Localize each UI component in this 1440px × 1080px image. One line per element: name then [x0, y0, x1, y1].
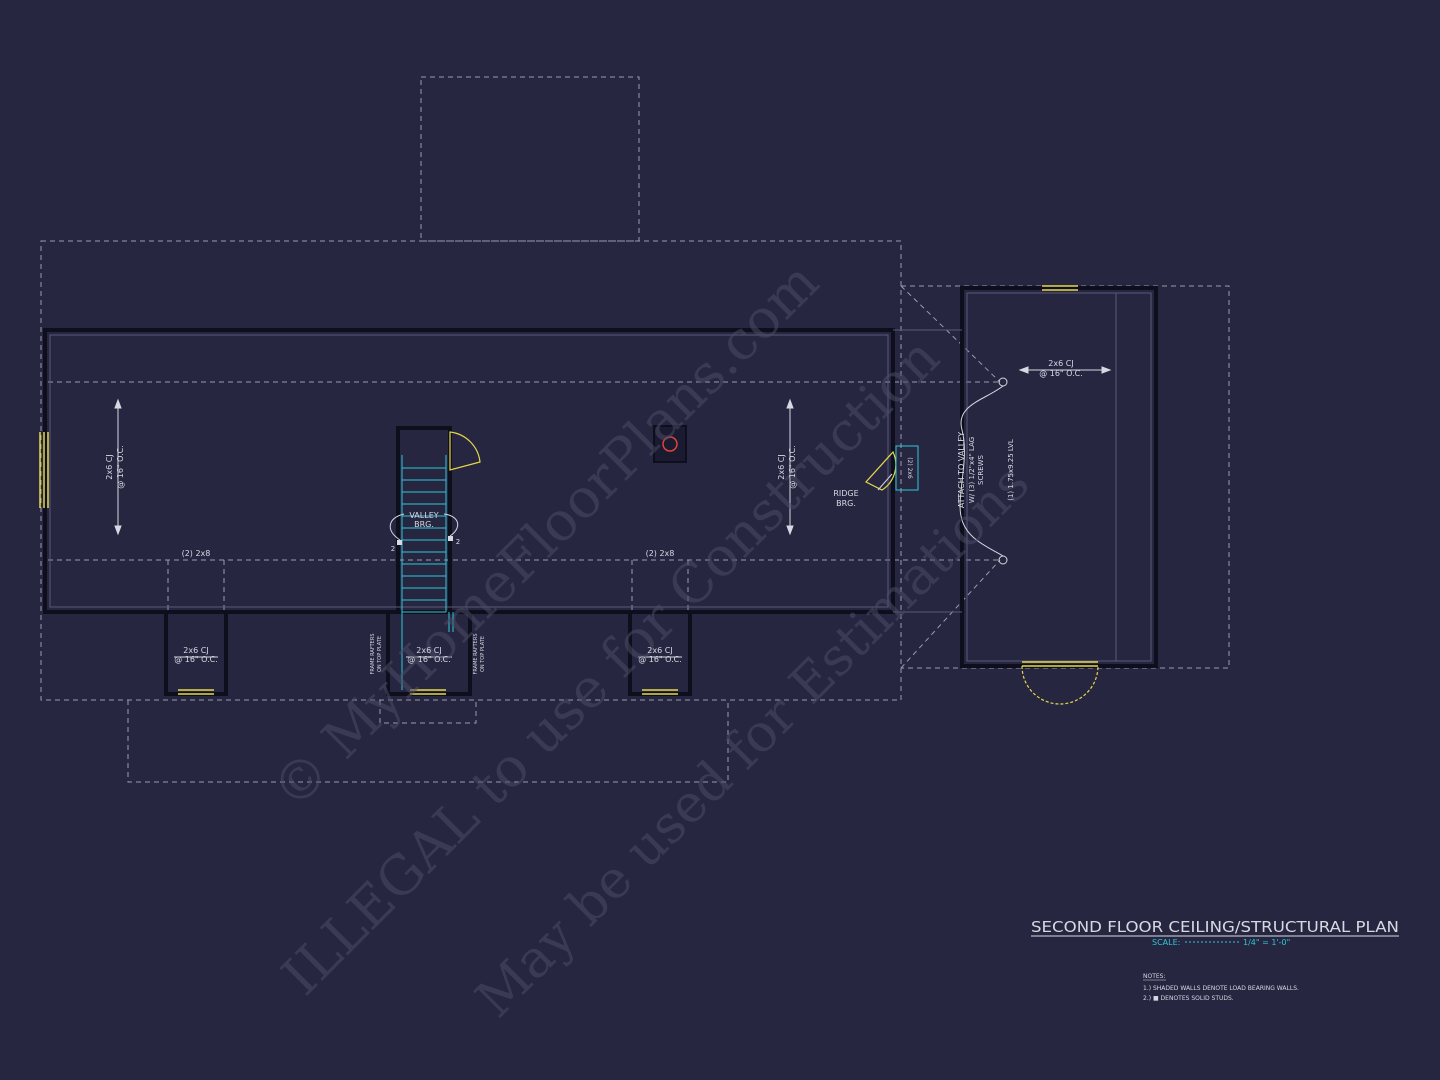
- connection-top: [998, 377, 1008, 387]
- window-dormer-left: [178, 689, 214, 695]
- attach-leader: [959, 385, 1004, 557]
- ceiling-fixture: [653, 425, 687, 463]
- cj-label-dormer-center: 2x6 CJ: [416, 646, 441, 655]
- window-wing-bottom: [1022, 661, 1098, 667]
- ridge-door-swing: [865, 450, 897, 491]
- ridge-beam-label: (2) 2x6: [906, 457, 913, 479]
- cj-label-left: 2x6 CJ: [105, 454, 114, 479]
- span-arrows: [114, 366, 1112, 658]
- windows: [39, 285, 1098, 695]
- title-block: SECOND FLOOR CEILING/STRUCTURAL PLAN SCA…: [1031, 918, 1399, 947]
- stair-door-swing: [449, 431, 481, 471]
- cj-spacing-right: @ 16" O.C.: [788, 445, 797, 489]
- vent-icon: [662, 436, 678, 452]
- lvl-label: (1) 1.75x9.25 LVL: [1007, 439, 1015, 501]
- ridge-brg-label: BRG.: [836, 499, 856, 508]
- note-item: 1.) SHADED WALLS DENOTE LOAD BEARING WAL…: [1143, 985, 1299, 992]
- window-wing-top: [1042, 285, 1078, 291]
- wing-roof-outline: [901, 285, 1230, 669]
- stairs: [401, 445, 919, 690]
- header-label-left: (2) 2x8: [182, 549, 211, 558]
- valley-line-bottom: [900, 559, 1001, 669]
- valley-brg-label: BRG.: [414, 520, 434, 529]
- attach-valley-label: ATTACH TO VALLEY: [957, 432, 966, 508]
- cj-spacing-dormer-right: @ 16" O.C.: [638, 655, 682, 664]
- door-swings: [449, 431, 1099, 705]
- window-dormer-center: [410, 689, 446, 695]
- post-mark-left: 2: [391, 545, 395, 553]
- valley-label: VALLEY: [409, 511, 438, 520]
- bay-roof-outline: [379, 700, 477, 724]
- window-left: [39, 432, 49, 508]
- notes-heading: NOTES:: [1143, 973, 1166, 980]
- frame-rafters-right: FRAME RAFTERS: [473, 634, 479, 675]
- plan-title: SECOND FLOOR CEILING/STRUCTURAL PLAN: [1031, 918, 1399, 936]
- ridge-bearing-beam: [895, 445, 919, 491]
- notes-block: NOTES: 1.) SHADED WALLS DENOTE LOAD BEAR…: [1143, 973, 1299, 1002]
- stair-walls: [396, 426, 452, 612]
- scale-label: SCALE:: [1152, 938, 1180, 947]
- cj-label-dormer-right: 2x6 CJ: [647, 646, 672, 655]
- wing-door-arc: [1021, 665, 1099, 705]
- ridge-label: RIDGE: [833, 489, 858, 498]
- post-right: [448, 536, 453, 541]
- lag-screws-label-2: SCREWS: [977, 454, 985, 485]
- top-plate-right: ON TOP PLATE: [480, 636, 486, 672]
- cj-label-right: 2x6 CJ: [777, 454, 786, 479]
- cj-spacing-dormer-center: @ 16" O.C.: [407, 655, 451, 664]
- annotations: 2x6 CJ @ 16" O.C. 2x6 CJ @ 16" O.C. 2x6 …: [105, 359, 1083, 674]
- cj-label-wing: 2x6 CJ: [1048, 359, 1073, 368]
- connection-bottom: [998, 555, 1008, 565]
- top-plate-left: ON TOP PLATE: [377, 636, 383, 672]
- scale-value: 1/4" = 1'-0": [1243, 938, 1290, 947]
- post-mark-right: 2: [456, 538, 460, 546]
- cj-spacing-left: @ 16" O.C.: [116, 445, 125, 489]
- posts: [389, 377, 1008, 565]
- note-item: 2.) ■ DENOTES SOLID STUDS.: [1143, 995, 1234, 1002]
- cj-spacing-dormer-left: @ 16" O.C.: [174, 655, 218, 664]
- lag-screws-label-1: W/ (3) 1/2"x4" LAG: [968, 437, 976, 503]
- main-roof-outline: [40, 240, 902, 701]
- cj-label-dormer-left: 2x6 CJ: [183, 646, 208, 655]
- post-left: [397, 540, 402, 545]
- frame-rafters-left: FRAME RAFTERS: [370, 634, 376, 675]
- front-gable-outline: [420, 76, 640, 242]
- window-dormer-right: [642, 689, 678, 695]
- cj-spacing-wing: @ 16" O.C.: [1039, 369, 1083, 378]
- porch-roof-outline: [127, 700, 729, 783]
- header-label-right: (2) 2x8: [646, 549, 675, 558]
- valley-line-top: [900, 285, 1001, 383]
